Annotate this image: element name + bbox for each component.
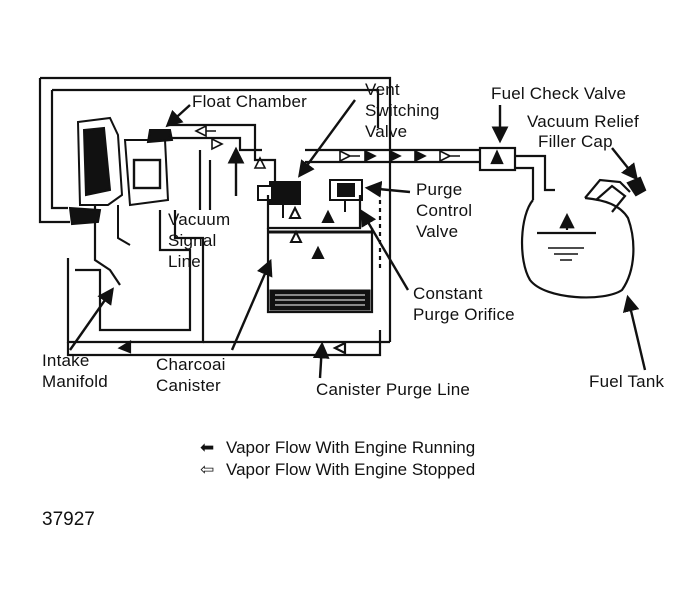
label-charcoal-canister-line2: Canister <box>156 376 221 395</box>
label-fuel-tank: Fuel Tank <box>589 372 665 391</box>
hollow-arrow-icon: ⇦ <box>200 460 215 479</box>
label-charcoal-canister-line1: Charcoai <box>156 355 226 374</box>
label-vent-switching-valve-line3: Valve <box>365 122 408 141</box>
top-flow-arrows <box>194 124 460 169</box>
legend-row-running: ⬅ Vapor Flow With Engine Running <box>200 438 475 458</box>
fuel-check-valve-shape <box>478 146 517 172</box>
label-vacuum-signal-line1: Vacuum <box>168 210 231 229</box>
label-vacuum-relief-line2: Filler Cap <box>538 132 613 151</box>
figure-number: 37927 <box>42 509 95 530</box>
label-constant-purge-line2: Purge Orifice <box>413 305 515 324</box>
legend-stopped-text: Vapor Flow With Engine Stopped <box>226 460 476 479</box>
engine-outline <box>38 76 392 344</box>
label-float-chamber: Float Chamber <box>192 92 308 111</box>
label-vent-switching-valve-line1: Vent <box>365 80 400 99</box>
label-intake-manifold-line2: Manifold <box>42 372 108 391</box>
label-constant-purge-line1: Constant <box>413 284 483 303</box>
label-fuel-check-valve: Fuel Check Valve <box>491 84 627 103</box>
legend-running-text: Vapor Flow With Engine Running <box>226 438 476 457</box>
carburetor <box>68 116 174 246</box>
leader-arrows <box>69 99 647 379</box>
label-intake-manifold-line1: Intake <box>42 351 90 370</box>
valves <box>257 179 363 259</box>
vent-lines <box>168 123 555 210</box>
solid-arrow-icon: ⬅ <box>200 438 215 457</box>
label-canister-purge-line: Canister Purge Line <box>316 380 471 399</box>
label-vacuum-signal-line2: Signal <box>168 231 217 250</box>
label-purge-control-line3: Valve <box>416 222 459 241</box>
canister-shape <box>266 128 392 342</box>
legend-row-stopped: ⇦ Vapor Flow With Engine Stopped <box>200 460 475 480</box>
label-vacuum-signal-line3: Line <box>168 252 201 271</box>
fuel-tank-shape <box>521 176 647 299</box>
label-purge-control-line1: Purge <box>416 180 463 199</box>
label-vacuum-relief-line1: Vacuum Relief <box>527 112 639 131</box>
label-purge-control-line2: Control <box>416 201 473 220</box>
label-vent-switching-valve-line2: Switching <box>365 101 440 120</box>
